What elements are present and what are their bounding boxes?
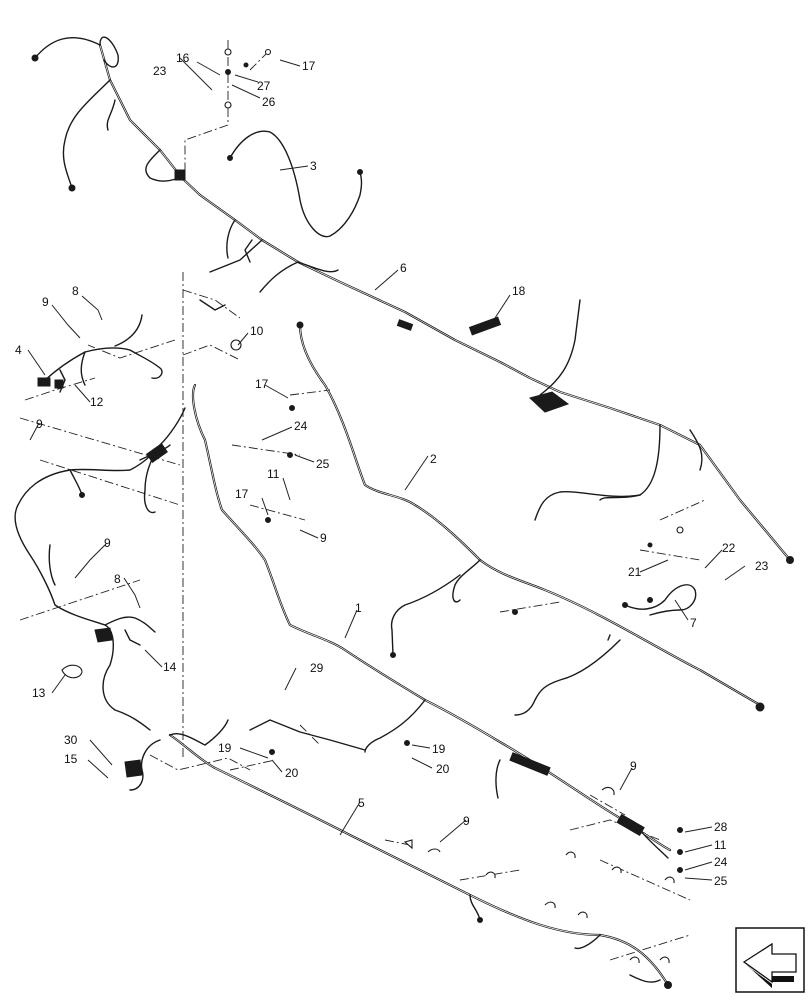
harness-2 bbox=[296, 321, 765, 716]
harness-3 bbox=[227, 130, 363, 238]
callout-8: 8 bbox=[72, 284, 79, 298]
callout-10: 10 bbox=[250, 324, 264, 338]
callout-labels: 16 23 17 27 26 3 6 18 10 8 9 4 12 17 24 … bbox=[15, 51, 769, 888]
harness-5 bbox=[129, 719, 672, 989]
callout-29: 29 bbox=[310, 661, 324, 675]
callout-9: 9 bbox=[463, 814, 470, 828]
callout-27: 27 bbox=[257, 79, 271, 93]
callout-23: 23 bbox=[153, 64, 167, 78]
callout-30: 30 bbox=[64, 733, 78, 747]
callout-20: 20 bbox=[436, 762, 450, 776]
callout-2: 2 bbox=[430, 452, 437, 466]
callout-24: 24 bbox=[714, 855, 728, 869]
callout-14: 14 bbox=[163, 660, 177, 674]
callout-9: 9 bbox=[320, 531, 327, 545]
harness-left bbox=[14, 407, 186, 731]
callout-20: 20 bbox=[285, 766, 299, 780]
callout-9: 9 bbox=[104, 536, 111, 550]
assembly-centerlines bbox=[19, 40, 706, 961]
callout-23: 23 bbox=[755, 559, 769, 573]
callout-28: 28 bbox=[714, 820, 728, 834]
callout-22: 22 bbox=[722, 541, 736, 555]
callout-6: 6 bbox=[400, 261, 407, 275]
callout-11: 11 bbox=[714, 838, 727, 852]
harness-4 bbox=[37, 314, 163, 393]
callout-25: 25 bbox=[316, 457, 330, 471]
callout-26: 26 bbox=[262, 95, 276, 109]
harness-6 bbox=[31, 36, 794, 564]
previous-page-arrow-icon[interactable] bbox=[735, 927, 805, 993]
callout-19: 19 bbox=[218, 741, 232, 755]
callout-21: 21 bbox=[628, 565, 642, 579]
callout-17: 17 bbox=[302, 59, 316, 73]
harness-7 bbox=[622, 584, 697, 616]
callout-16: 16 bbox=[176, 51, 190, 65]
callout-4: 4 bbox=[15, 343, 22, 357]
callout-11: 11 bbox=[267, 467, 280, 481]
callout-9: 9 bbox=[36, 417, 43, 431]
callout-12: 12 bbox=[90, 395, 104, 409]
callout-13: 13 bbox=[32, 686, 46, 700]
callout-24: 24 bbox=[294, 419, 308, 433]
callout-19: 19 bbox=[432, 742, 446, 756]
hardware-items bbox=[124, 48, 684, 964]
callout-18: 18 bbox=[512, 284, 526, 298]
callout-7: 7 bbox=[690, 616, 697, 630]
callout-3: 3 bbox=[310, 159, 317, 173]
leader-lines bbox=[27, 57, 746, 881]
callout-1: 1 bbox=[355, 601, 362, 615]
callout-8: 8 bbox=[114, 572, 121, 586]
callout-5: 5 bbox=[358, 796, 365, 810]
callout-25: 25 bbox=[714, 874, 728, 888]
callout-9: 9 bbox=[630, 759, 637, 773]
callout-15: 15 bbox=[64, 752, 78, 766]
callout-17: 17 bbox=[255, 377, 269, 391]
callout-17: 17 bbox=[235, 487, 249, 501]
harness-1 bbox=[191, 383, 672, 859]
callout-9: 9 bbox=[42, 295, 49, 309]
